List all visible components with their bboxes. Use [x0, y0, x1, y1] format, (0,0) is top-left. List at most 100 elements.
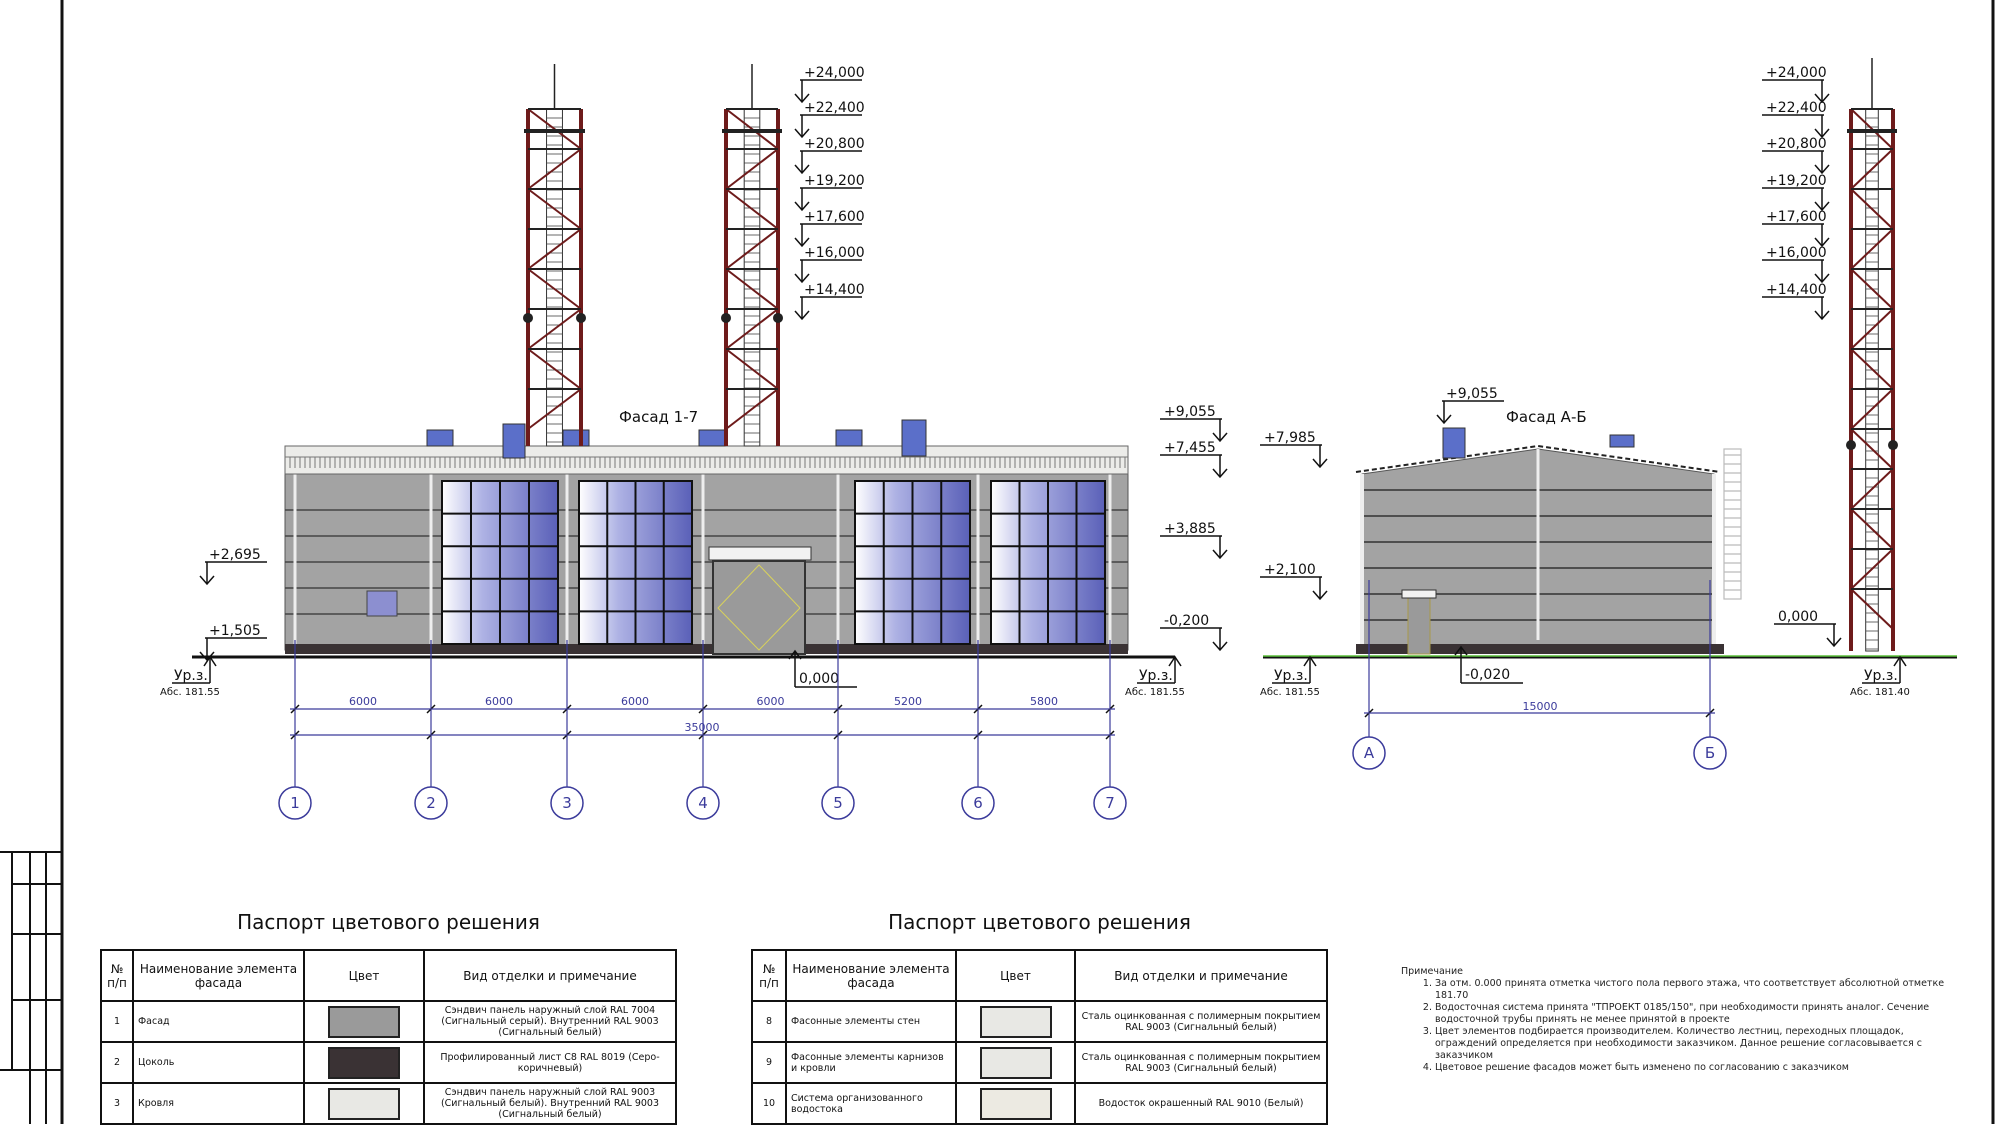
color-cell — [955, 1041, 1076, 1084]
notes-title: Примечание — [1401, 966, 1464, 977]
total-dimension: 35000 — [685, 721, 720, 734]
roof-ladder — [1723, 448, 1742, 600]
col-color: Цвет — [955, 949, 1076, 1002]
row-number: 3 — [100, 1082, 134, 1125]
ground-abs-elevation: Абс. 181.55 — [1125, 687, 1185, 698]
ground-level-mark: Ур.з.Абс. 181.55 — [1125, 655, 1185, 698]
axis-label: 3 — [562, 794, 572, 812]
roof-vent — [1609, 434, 1635, 448]
color-cell — [955, 1000, 1076, 1043]
axis-label: 4 — [698, 794, 708, 812]
level-mark: -0,200 — [1160, 613, 1228, 652]
level-mark-label: 0,000 — [799, 671, 839, 687]
axis-label: 7 — [1105, 794, 1115, 812]
level-mark-label: +16,000 — [1766, 245, 1827, 261]
chimney-tower — [721, 64, 783, 447]
notes-block: Примечание За отм. 0.000 принята отметка… — [1401, 966, 1961, 1074]
col-note: Вид отделки и примечание — [1074, 949, 1328, 1002]
ground-level-mark: Ур.з. Абс. 181.55 — [160, 655, 220, 698]
finish-note: Сталь оцинкованная с полимерным покрытие… — [1074, 1041, 1328, 1084]
level-mark: +2,695 — [199, 547, 267, 586]
level-mark: +1,505 — [199, 623, 267, 662]
element-name: Кровля — [132, 1082, 305, 1125]
level-mark-label: +9,055 — [1446, 386, 1498, 402]
grid-axis-5: 5 — [821, 640, 855, 820]
title-block-strip — [0, 851, 62, 1124]
finish-note: Сталь оцинкованная с полимерным покрытие… — [1074, 1000, 1328, 1043]
level-mark-label: +16,000 — [804, 245, 865, 261]
level-mark-label: +9,055 — [1164, 404, 1216, 420]
grid-axis-Б: Б — [1693, 580, 1727, 770]
row-number: 9 — [751, 1041, 787, 1084]
color-passport-table-right: № п/п Наименование элемента фасада Цвет … — [751, 949, 1328, 1125]
level-mark-label: +20,800 — [804, 136, 865, 152]
span-dimension: 6000 — [485, 695, 513, 708]
element-name: Цоколь — [132, 1041, 305, 1084]
element-name: Система организованного водостока — [785, 1082, 957, 1125]
level-mark: -0,020 — [1454, 645, 1523, 684]
ground-label: Ур.з. — [174, 668, 208, 684]
level-mark: +19,200 — [1762, 173, 1830, 212]
table-header: № п/п Наименование элемента фасада Цвет … — [751, 949, 1328, 1002]
curtain-wall-window — [441, 480, 559, 645]
level-mark-label: +3,885 — [1164, 521, 1216, 537]
element-name: Фасад — [132, 1000, 305, 1043]
row-number: 2 — [100, 1041, 134, 1084]
note-item: Водосточная система принята "ТПРОЕКТ 018… — [1435, 1002, 1961, 1026]
ground-abs-elevation: Абс. 181.55 — [160, 687, 220, 698]
chimney-tower — [1846, 58, 1898, 652]
finish-note: Профилированный лист С8 RAL 8019 (Серо-к… — [423, 1041, 677, 1084]
level-mark-label: +2,695 — [209, 547, 261, 563]
level-mark: +22,400 — [1762, 100, 1830, 139]
color-swatch — [328, 1087, 400, 1120]
door-swing-marks — [717, 564, 801, 651]
level-mark: +3,885 — [1160, 521, 1228, 560]
note-item: Цвет элементов подбирается производителе… — [1435, 1026, 1961, 1062]
level-mark: +14,400 — [1762, 282, 1830, 321]
color-cell — [303, 1041, 425, 1084]
span-dimension: 5800 — [1030, 695, 1058, 708]
level-mark-label: -0,020 — [1465, 667, 1510, 683]
ground-label: Ур.з. — [1274, 668, 1308, 684]
grid-axis-А: А — [1352, 580, 1386, 770]
grid-axis-2: 2 — [414, 640, 448, 820]
span-dimension: 15000 — [1523, 700, 1558, 713]
level-mark-label: +14,400 — [804, 282, 865, 298]
color-swatch — [328, 1046, 400, 1079]
side-door — [1407, 595, 1431, 655]
color-cell — [303, 1082, 425, 1125]
roof-vents — [426, 419, 927, 459]
level-mark-label: +7,985 — [1264, 430, 1316, 446]
roof-vent — [1442, 427, 1466, 459]
axis-label: Б — [1705, 744, 1715, 762]
grid-axis-3: 3 — [550, 640, 584, 820]
curtain-wall-window — [990, 480, 1106, 645]
level-mark: 0,000 — [788, 649, 857, 688]
level-mark-label: -0,200 — [1164, 613, 1209, 629]
axis-label: 6 — [973, 794, 983, 812]
level-mark-label: 0,000 — [1778, 609, 1818, 625]
note-item: За отм. 0.000 принята отметка чистого по… — [1435, 978, 1961, 1002]
row-number: 1 — [100, 1000, 134, 1043]
plinth — [285, 644, 1128, 654]
facade-1-7-title: Фасад 1-7 — [619, 408, 698, 426]
finish-note: Водосток окрашенный RAL 9010 (Белый) — [1074, 1082, 1328, 1125]
note-item: Цветовое решение фасадов может быть изме… — [1435, 1062, 1961, 1074]
door-canopy — [708, 546, 812, 561]
level-mark: +9,055 — [1436, 386, 1504, 425]
ground-label: Ур.з. — [1864, 668, 1898, 684]
level-mark: +16,000 — [1762, 245, 1830, 284]
row-number: 10 — [751, 1082, 787, 1125]
plinth — [1356, 644, 1724, 654]
level-mark-label: +14,400 — [1766, 282, 1827, 298]
table-row: 10 Система организованного водостока Вод… — [751, 1082, 1328, 1125]
level-mark: +14,400 — [794, 282, 865, 321]
axis-label: 2 — [426, 794, 436, 812]
facade-a-b-elevation: Фасад А-Б +24,000+22,400+20,800+19,200+1… — [1260, 58, 1957, 770]
span-dimension: 5200 — [894, 695, 922, 708]
level-mark: +24,000 — [794, 65, 865, 104]
level-mark-label: +17,600 — [804, 209, 865, 225]
level-mark-label: +20,800 — [1766, 136, 1827, 152]
grid-axis-1: 1 — [278, 640, 312, 820]
